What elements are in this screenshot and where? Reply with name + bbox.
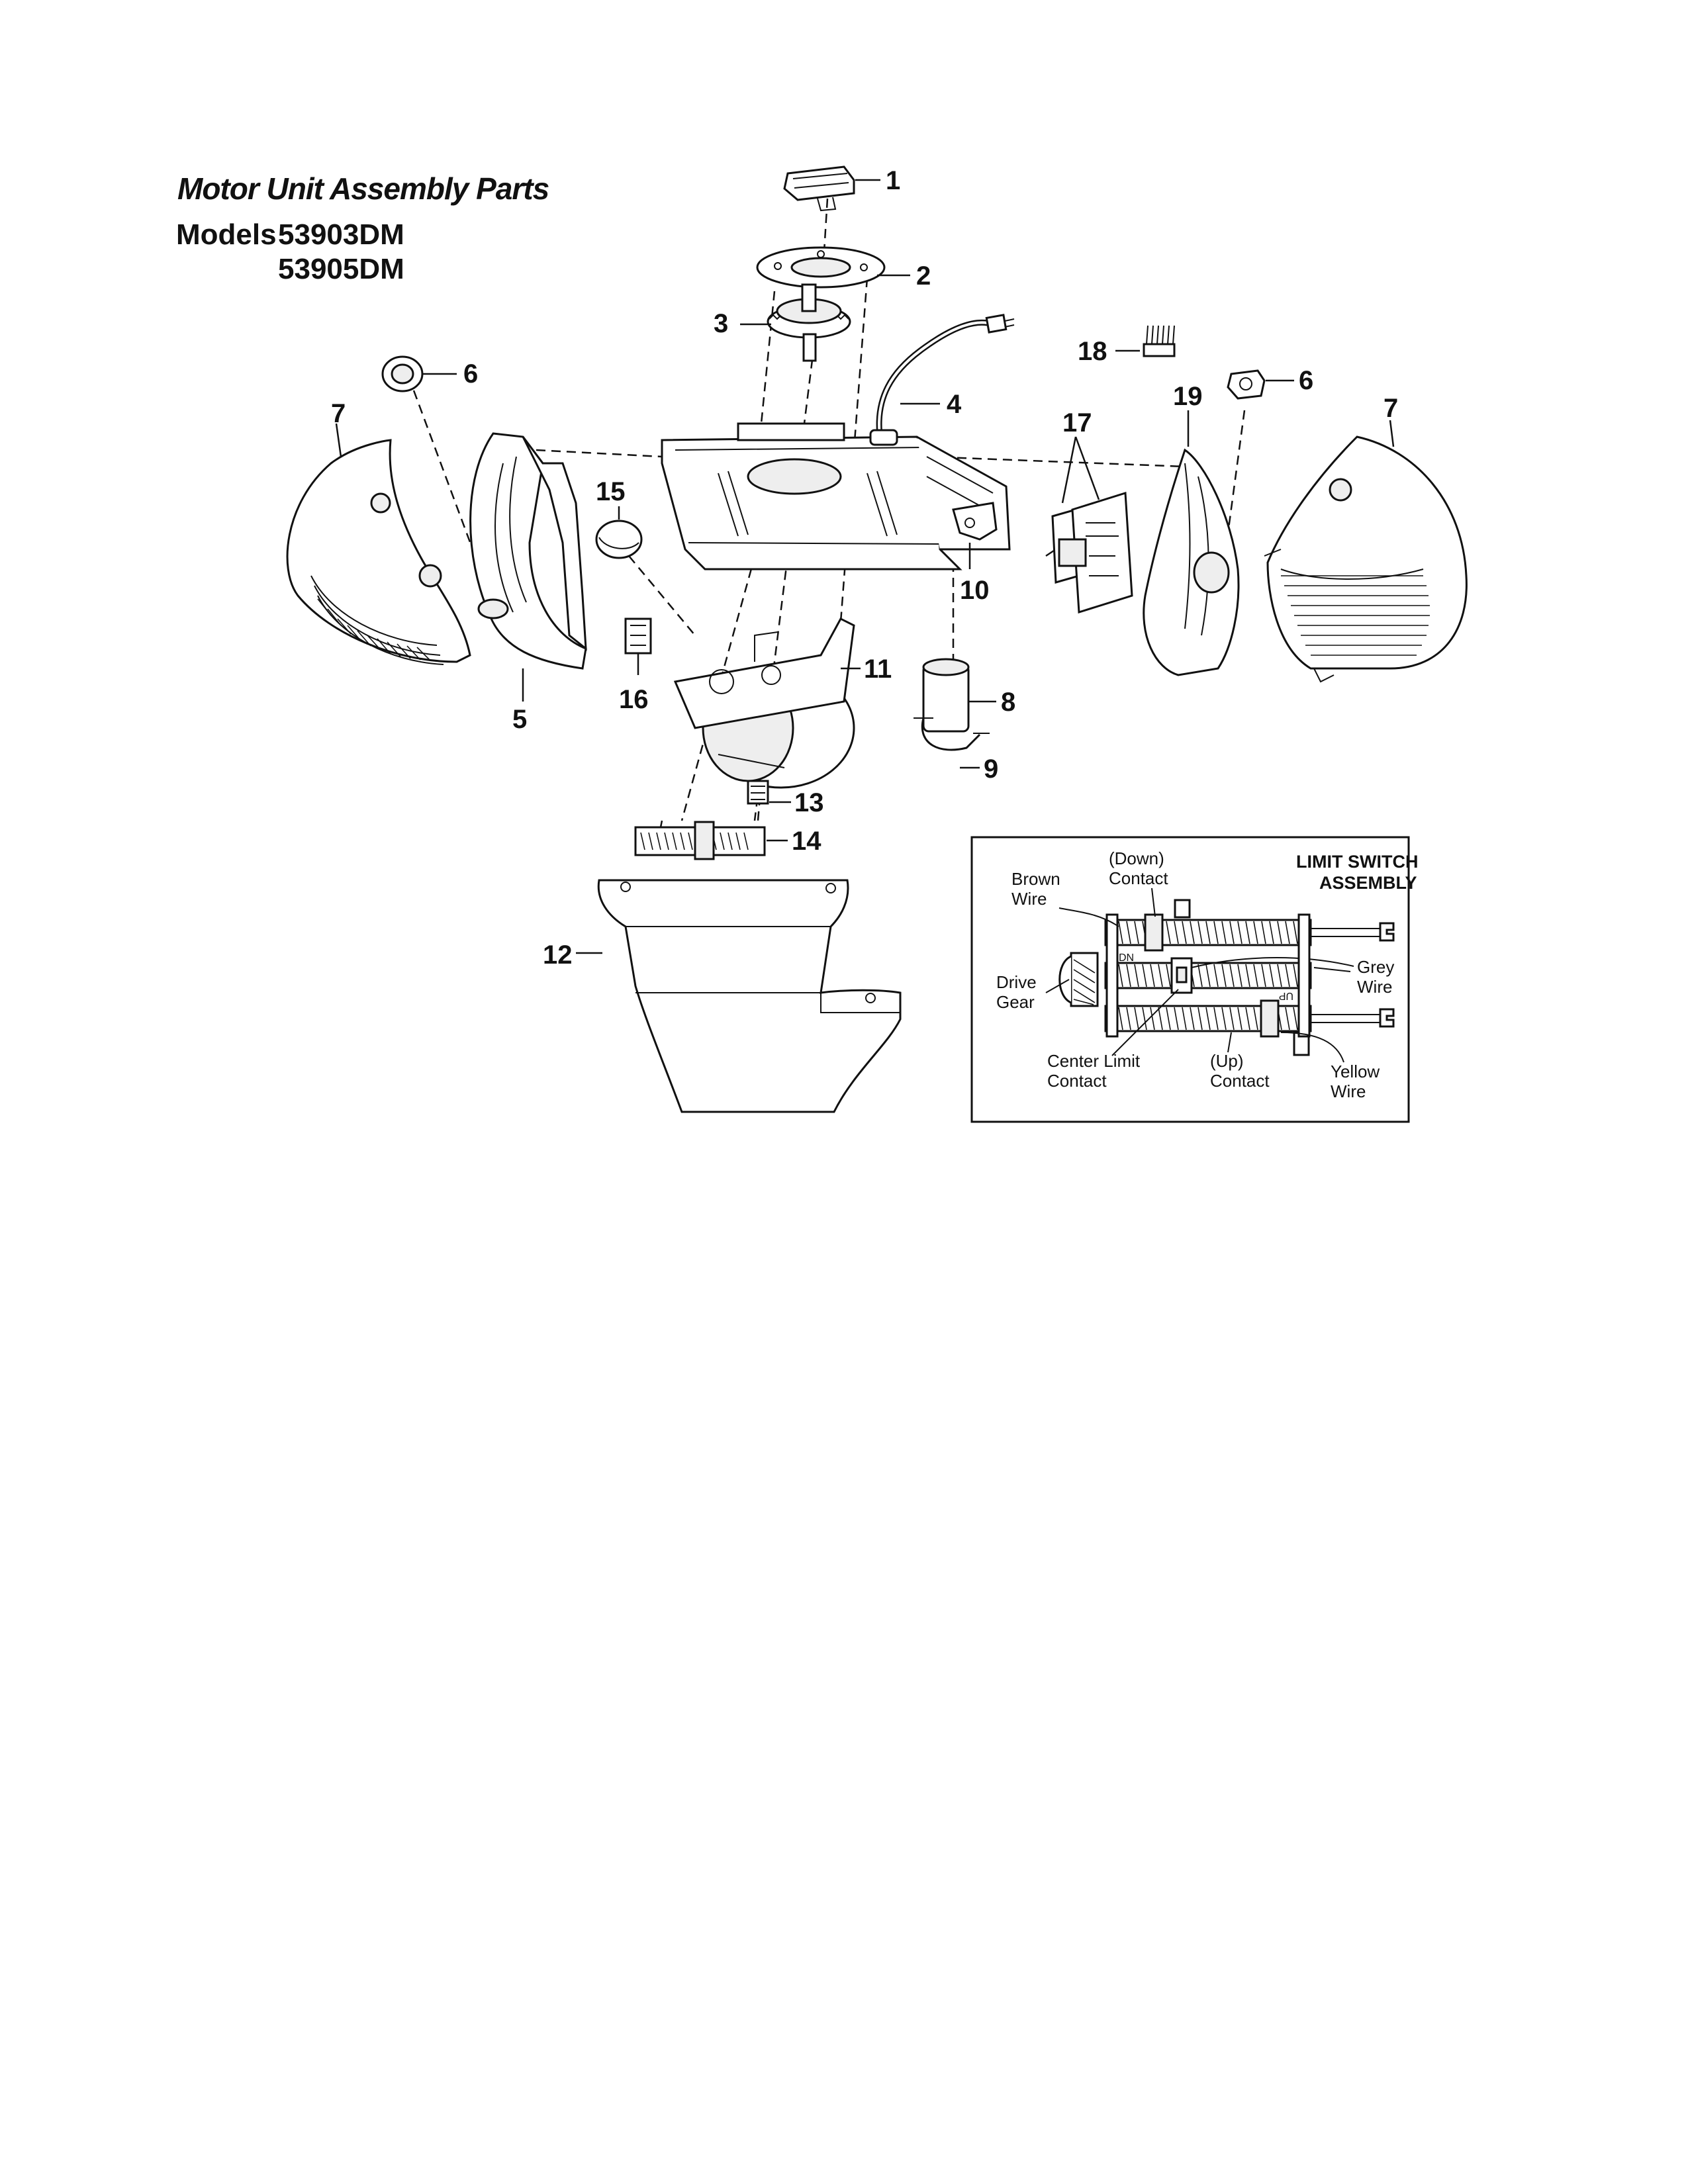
brown-wire-label-1: Brown [1011, 869, 1060, 889]
part-9-capacitor-strap [914, 717, 990, 769]
limit-switch-inset: LIMIT SWITCH ASSEMBLY Brown Wire (Down) … [970, 836, 1418, 1123]
callout-6-left: 6 [463, 359, 478, 388]
center-limit-label-2: Contact [1047, 1071, 1107, 1091]
part-19-end-panel [1143, 410, 1240, 676]
down-contact-label-2: Contact [1109, 868, 1168, 888]
part-13-worm-gear [747, 780, 791, 805]
part-7-left-cover [286, 423, 471, 665]
callout-3: 3 [714, 309, 728, 338]
yellow-wire-label-2: Wire [1331, 1081, 1366, 1101]
chassis-frame [661, 422, 1011, 570]
grey-wire-label-1: Grey [1357, 957, 1394, 977]
screw-rod-top [1104, 899, 1395, 952]
brown-wire-label-2: Wire [1011, 889, 1047, 909]
callout-6-right: 6 [1299, 366, 1313, 395]
part-2-mount-plate [756, 246, 910, 289]
part-16-terminal [624, 617, 652, 675]
part-6-right-socket [1227, 369, 1294, 400]
part-17-logic-board [1051, 436, 1133, 614]
drive-gear-label-1: Drive [996, 972, 1037, 992]
part-6-left-lens [381, 355, 457, 392]
part-1-terminal-block [783, 165, 880, 212]
callout-19: 19 [1173, 382, 1203, 411]
screw-rod-middle [1104, 957, 1354, 994]
down-contact-label-1: (Down) [1109, 848, 1164, 868]
part-5-end-panel [469, 432, 587, 702]
callout-13: 13 [794, 788, 824, 817]
part-12-light-cover [576, 879, 902, 1113]
callout-16: 16 [619, 685, 649, 714]
up-contact-label-1: (Up) [1210, 1051, 1244, 1071]
callout-7-left: 7 [331, 399, 346, 428]
callout-12: 12 [543, 940, 573, 970]
callout-5: 5 [512, 705, 527, 734]
callout-9: 9 [984, 754, 998, 784]
up-marking: UP [1279, 990, 1293, 1001]
callout-7-right: 7 [1383, 394, 1398, 423]
part-11-motor [673, 617, 861, 789]
dn-marking: DN [1119, 952, 1134, 964]
part-10-bracket [952, 502, 998, 569]
callout-14: 14 [792, 827, 821, 856]
yellow-wire-label-1: Yellow [1331, 1062, 1380, 1081]
drive-gear-label-2: Gear [996, 992, 1035, 1012]
part-18-receiver [1115, 325, 1176, 357]
model-number-1: 53903DM [278, 218, 404, 251]
grey-wire-label-2: Wire [1357, 977, 1392, 997]
callout-10: 10 [960, 576, 990, 605]
part-4-power-cord [876, 314, 1015, 441]
models-label: Models [176, 218, 277, 251]
center-limit-label-1: Center Limit [1047, 1051, 1141, 1071]
part-3-drive-gear [740, 283, 851, 362]
callout-4: 4 [947, 390, 962, 419]
diagram-title: Motor Unit Assembly Parts [177, 171, 549, 206]
part-8-capacitor [922, 658, 996, 733]
callout-11: 11 [864, 655, 892, 684]
callout-17: 17 [1062, 408, 1092, 437]
inset-title-line-1: LIMIT SWITCH [1296, 852, 1418, 872]
model-number-2: 53905DM [278, 253, 404, 285]
part-14-limit-switch [634, 821, 788, 860]
callout-1: 1 [886, 166, 900, 195]
callout-numbers: 1 2 3 4 5 6 6 7 7 8 9 10 11 12 13 14 15 … [331, 166, 1398, 970]
part-15-lens [595, 506, 643, 559]
callout-8: 8 [1001, 688, 1015, 717]
up-contact-label-2: Contact [1210, 1071, 1270, 1091]
part-7-right-cover [1264, 420, 1468, 683]
callout-18: 18 [1078, 337, 1107, 366]
inset-title-line-2: ASSEMBLY [1319, 873, 1417, 893]
callout-15: 15 [596, 477, 626, 506]
screw-rod-bottom [1104, 999, 1395, 1056]
callout-2: 2 [916, 261, 931, 291]
